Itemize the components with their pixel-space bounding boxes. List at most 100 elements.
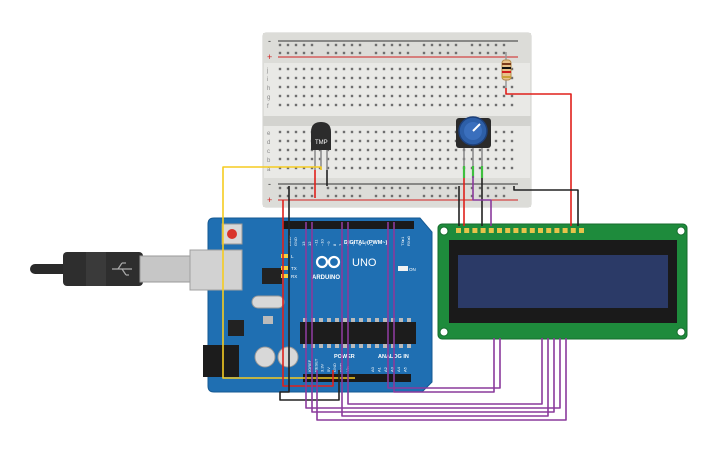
- ic-pin: [319, 318, 323, 322]
- bb-hole: [406, 103, 410, 107]
- bb-hole: [382, 67, 386, 71]
- bb-rail-hole: [446, 51, 450, 55]
- bb-hole: [342, 103, 346, 107]
- bb-rail-hole: [390, 194, 394, 198]
- sensor-label: TMP: [315, 140, 328, 146]
- bb-hole: [478, 157, 482, 161]
- bb-rail-hole: [502, 186, 506, 190]
- bb-hole: [478, 85, 482, 89]
- bb-rail-hole: [374, 194, 378, 198]
- analog-pin-label: A0: [370, 366, 375, 372]
- bb-hole: [278, 103, 282, 107]
- bb-hole: [510, 76, 514, 80]
- power-pin-label: GND: [332, 363, 337, 372]
- bb-rail-hole: [430, 186, 434, 190]
- bb-hole: [502, 139, 506, 143]
- wire-purple-d2: [393, 222, 495, 393]
- bb-hole: [422, 76, 426, 80]
- resistor: [501, 52, 512, 88]
- bb-hole: [310, 157, 314, 161]
- temperature-sensor[interactable]: TMP: [311, 122, 331, 170]
- bb-rail-hole: [326, 43, 330, 47]
- bb-hole: [358, 148, 362, 152]
- bb-hole: [502, 157, 506, 161]
- bb-hole: [406, 76, 410, 80]
- lcd-pin: [538, 228, 543, 233]
- bb-hole: [366, 85, 370, 89]
- bb-hole: [510, 67, 514, 71]
- ic-pin: [335, 344, 339, 348]
- ic-pin: [391, 318, 395, 322]
- bb-rail-hole: [494, 186, 498, 190]
- bb-hole: [406, 148, 410, 152]
- bb-hole: [486, 166, 490, 170]
- bb-hole: [446, 67, 450, 71]
- bb-hole: [422, 166, 426, 170]
- bb-rail-hole: [422, 186, 426, 190]
- bb-hole: [454, 103, 458, 107]
- bb-hole: [446, 157, 450, 161]
- bb-hole: [422, 103, 426, 107]
- bb-rail-hole: [382, 186, 386, 190]
- bb-hole: [278, 157, 282, 161]
- bb-hole: [430, 166, 434, 170]
- bb-rail-hole: [446, 186, 450, 190]
- bb-rail-hole: [486, 186, 490, 190]
- bb-hole: [430, 85, 434, 89]
- bb-hole: [406, 139, 410, 143]
- bb-hole: [494, 148, 498, 152]
- bb-hole: [342, 148, 346, 152]
- bb-hole: [510, 103, 514, 107]
- wire-red-resistor: [505, 88, 572, 226]
- bb-hole: [406, 130, 410, 134]
- arduino-uno: ARDUINO UNO DIGITAL (PWM~) POWER ANALOG …: [30, 217, 433, 393]
- bb-hole: [398, 94, 402, 98]
- lcd-pin: [562, 228, 568, 233]
- bb-rail-hole: [310, 43, 314, 47]
- pin-gnd-top: GND: [293, 237, 298, 246]
- bb-hole: [342, 130, 346, 134]
- bb-rail-hole: [430, 194, 434, 198]
- ic-pin: [391, 344, 395, 348]
- bb-rail-hole: [398, 43, 402, 47]
- bb-rail-hole: [478, 194, 482, 198]
- bb-hole: [374, 67, 378, 71]
- bb-hole: [302, 67, 306, 71]
- bb-rail-hole: [334, 186, 338, 190]
- bb-rail-hole: [494, 194, 498, 198]
- wire-purple-d4: [347, 222, 543, 405]
- bb-hole: [454, 157, 458, 161]
- bb-hole: [502, 130, 506, 134]
- bb-hole: [494, 67, 498, 71]
- bb-hole: [494, 139, 498, 143]
- bb-hole: [374, 76, 378, 80]
- bb-hole: [366, 76, 370, 80]
- bb-rail-hole: [342, 186, 346, 190]
- bb-hole: [430, 103, 434, 107]
- bb-row-d: d: [267, 140, 270, 146]
- bb-hole: [374, 94, 378, 98]
- bb-hole: [310, 67, 314, 71]
- bb-hole: [326, 85, 330, 89]
- bb-hole: [470, 67, 474, 71]
- bb-hole: [374, 148, 378, 152]
- ic-pin: [343, 344, 347, 348]
- bb-hole: [302, 103, 306, 107]
- pin-rx: RX◂0: [406, 235, 411, 246]
- analog-pin-label: A1: [377, 366, 382, 372]
- bb-rail-hole: [438, 194, 442, 198]
- bb-hole: [398, 85, 402, 89]
- bb-hole: [470, 76, 474, 80]
- bb-hole: [326, 157, 330, 161]
- bb-rail-hole: [486, 51, 490, 55]
- bb-hole: [510, 148, 514, 152]
- bb-hole: [358, 76, 362, 80]
- bb-rail-hole: [478, 51, 482, 55]
- bb-hole: [382, 157, 386, 161]
- bb-hole: [494, 103, 498, 107]
- bb-hole: [374, 130, 378, 134]
- bb-hole: [390, 148, 394, 152]
- bb-hole: [486, 157, 490, 161]
- potentiometer[interactable]: [456, 116, 491, 166]
- bb-hole: [510, 166, 514, 170]
